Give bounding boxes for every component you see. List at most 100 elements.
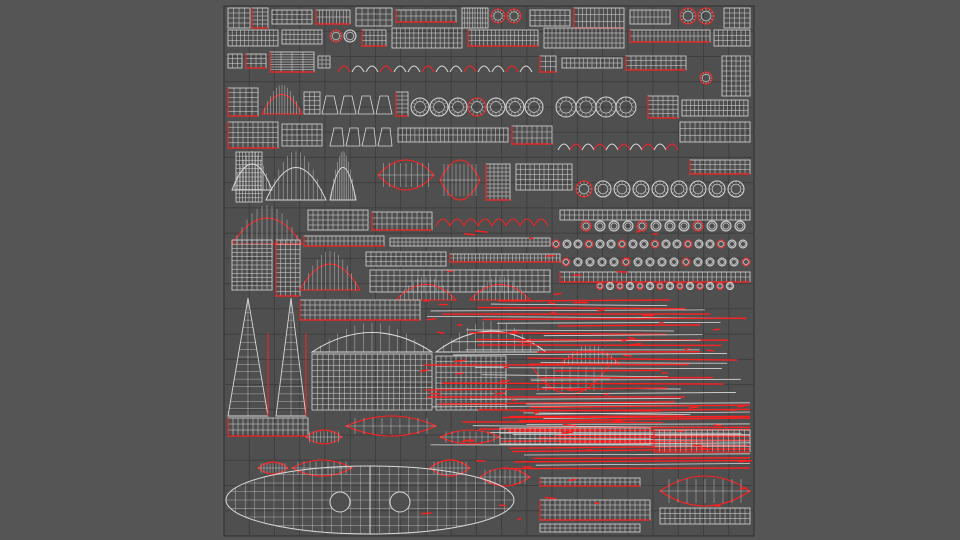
uv-shell-strip <box>395 9 457 23</box>
uv-shell-ring <box>585 257 595 267</box>
uv-shell-ring <box>650 220 662 232</box>
uv-shell-arc <box>505 218 521 227</box>
uv-shell-seam-fragment <box>713 328 720 331</box>
uv-shell-arc <box>379 65 393 73</box>
uv-shell-seam-strip <box>526 402 751 405</box>
uv-shells <box>225 7 753 535</box>
uv-shell-ring <box>706 220 718 232</box>
uv-shell-arc <box>449 65 463 73</box>
uv-shell-seam-fragment <box>572 274 582 277</box>
uv-shell-fan <box>434 320 548 353</box>
uv-shell-seam-strip <box>497 321 721 324</box>
uv-shell-ring <box>705 257 715 267</box>
uv-shell-seam-fragment <box>624 257 630 260</box>
uv-shell-ring <box>594 180 612 198</box>
uv-shell-block <box>317 55 331 69</box>
uv-shell-block <box>269 51 315 73</box>
uv-shell-boot <box>375 95 393 115</box>
uv-shell-seam-fragment <box>544 496 557 500</box>
uv-shell-strip <box>397 127 509 143</box>
uv-shell-seam-fragment <box>738 460 753 463</box>
uv-shell-seam-strip <box>513 459 751 463</box>
uv-shell-boot <box>361 127 377 147</box>
uv-shell-seam-fragment <box>573 301 586 304</box>
uv-shell-ring <box>645 257 655 267</box>
uv-shell-strip <box>515 163 573 191</box>
uv-shell-ring <box>609 257 619 267</box>
uv-shell-seam-fragment <box>545 254 555 257</box>
uv-shell-strip <box>303 235 385 247</box>
uv-shell-seam-fragment <box>528 237 534 240</box>
uv-shell-seam-fragment <box>712 504 721 507</box>
uv-shell-hull <box>275 239 301 297</box>
uv-shell-strip <box>529 9 571 27</box>
uv-shell-fan <box>468 276 532 301</box>
uv-shell-strip <box>307 209 369 231</box>
uv-shell-strip <box>625 55 687 71</box>
uv-shell-seam-strip <box>527 357 738 361</box>
uv-shell-arc <box>491 65 505 73</box>
uv-shell-hull <box>231 239 273 291</box>
uv-shell-strip <box>653 429 751 453</box>
uv-shell-ring <box>720 220 732 232</box>
uv-shell-seam-fragment <box>519 341 533 344</box>
uv-shell-seam-strip <box>481 374 669 378</box>
uv-shell-lens <box>305 429 343 445</box>
uv-shell-ring <box>696 282 704 290</box>
uv-shell-ring <box>734 220 746 232</box>
uv-shell-strip <box>365 251 447 267</box>
uv-shell-ring <box>506 8 522 24</box>
uv-shell-arc <box>617 143 631 151</box>
uv-shell-arc <box>519 218 535 227</box>
uv-shell-seam-strip <box>441 382 724 385</box>
uv-shell-ring <box>606 282 614 290</box>
uv-shell-strip <box>559 271 751 283</box>
uv-shell-seam-strip <box>490 303 668 307</box>
uv-shell-ring <box>666 282 674 290</box>
uv-shell-seam-fragment <box>713 424 722 427</box>
uv-shell-ring <box>636 282 644 290</box>
uv-shell-seam-fragment <box>436 331 445 335</box>
uv-shell-ring <box>683 239 693 249</box>
uv-shell-block <box>251 7 269 29</box>
uv-shell-seam-fragment <box>688 406 699 409</box>
uv-shell-seam-fragment <box>511 399 517 402</box>
uv-shell-arc <box>557 143 571 151</box>
uv-shell-strip <box>281 29 323 45</box>
uv-shell-wing <box>225 465 515 535</box>
uv-shell-boot <box>357 95 375 115</box>
uv-shell-seam-fragment <box>464 439 475 443</box>
uv-shell-seam-strip <box>531 378 741 381</box>
uv-shell-ring <box>594 220 606 232</box>
uv-shell-seam-strip <box>557 324 701 327</box>
uv-shell-ring <box>651 180 669 198</box>
uv-shell-arc <box>665 143 679 151</box>
uv-shell-arc <box>477 65 491 73</box>
uv-shell-seam-fragment <box>561 431 574 434</box>
uv-shell-strip <box>467 29 539 47</box>
uv-shell-strip <box>679 121 751 143</box>
uv-shell-lens <box>344 415 438 437</box>
uv-shell-ring <box>738 239 748 249</box>
uv-shell-ring <box>727 239 737 249</box>
uv-shell-ring <box>705 239 715 249</box>
uv-shell-seam-fragment <box>677 430 684 433</box>
uv-shell-arc <box>581 143 595 151</box>
uv-shell-ring <box>580 220 592 232</box>
uv-shell-ring <box>622 220 634 232</box>
uv-shell-ring <box>726 282 734 290</box>
uv-tile <box>223 5 755 537</box>
uv-shell-strip <box>391 27 463 49</box>
uv-shell-ring <box>636 220 648 232</box>
uv-shell-block <box>539 55 557 73</box>
uv-shell-strip <box>511 125 553 145</box>
uv-shell-arc <box>435 65 449 73</box>
uv-shell-ring <box>410 97 430 117</box>
uv-shell-ring <box>679 7 697 25</box>
uv-shell-seam-fragment <box>706 349 715 352</box>
uv-shell-seam-fragment <box>570 388 584 392</box>
uv-shell-lens <box>659 475 751 507</box>
uv-shell-fan <box>329 151 357 201</box>
